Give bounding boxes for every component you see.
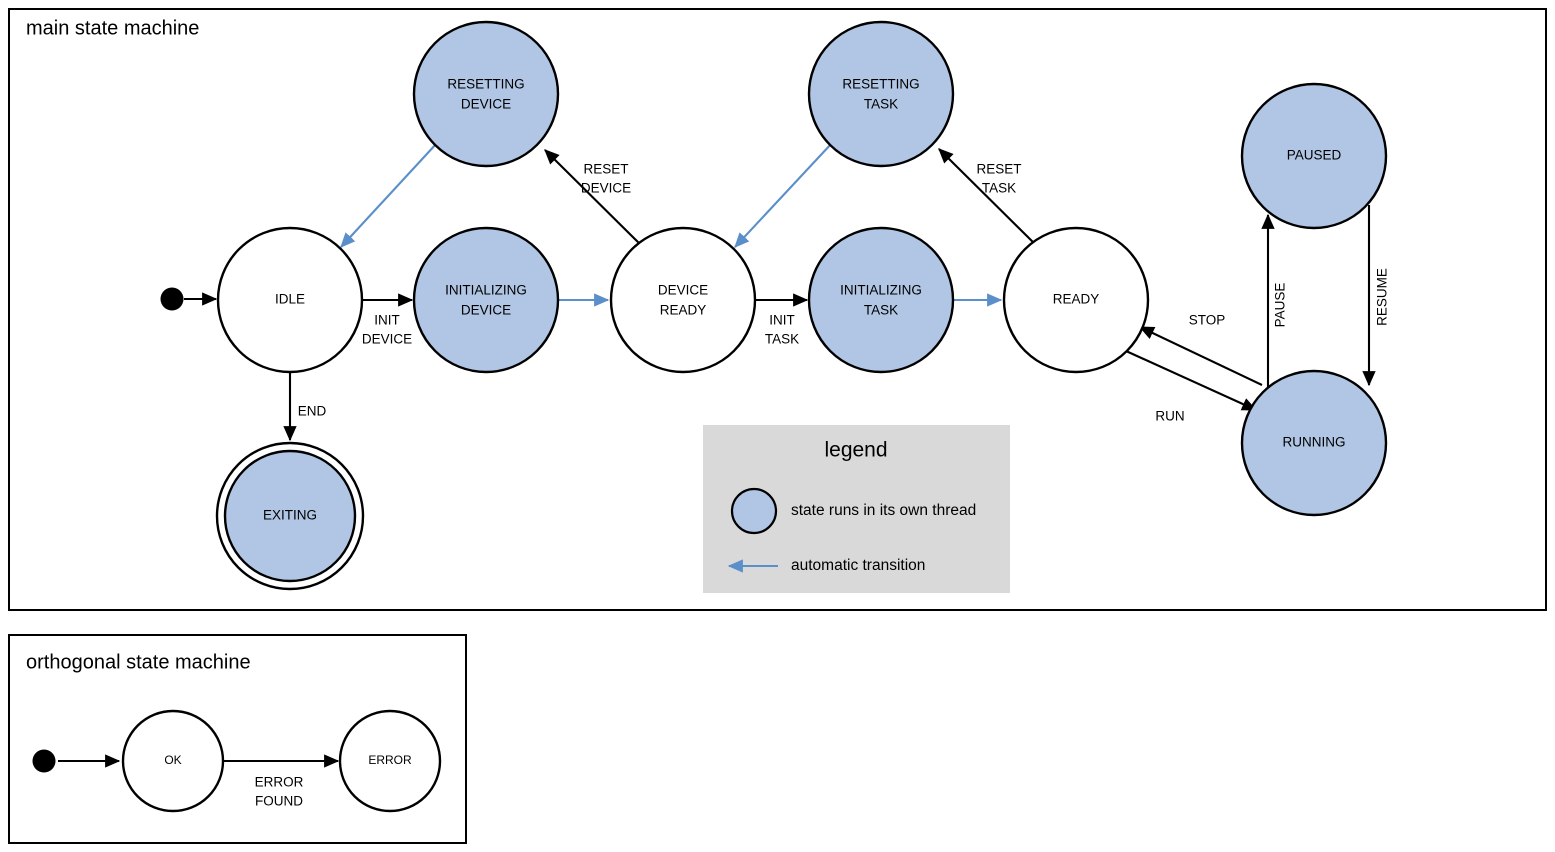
state-idle[interactable]: IDLE xyxy=(216,226,364,374)
edge-label-resume: RESUME xyxy=(1375,268,1390,326)
state-device-ready[interactable]: DEVICE READY xyxy=(609,226,757,374)
transition-paused-running: RESUME xyxy=(1362,205,1390,387)
legend-item-automatic-transition-label: automatic transition xyxy=(791,557,925,574)
state-resetting-task-label-line2: TASK xyxy=(864,97,898,112)
transition-running-ready: STOP xyxy=(1138,313,1263,386)
edge-label-reset-task-line1: RESET xyxy=(976,162,1021,177)
edge-label-reset-device-line1: RESET xyxy=(583,162,628,177)
orthogonal-state-machine-title: orthogonal state machine xyxy=(26,651,251,673)
state-resetting-device-label-line2: DEVICE xyxy=(461,97,511,112)
state-running-label: RUNNING xyxy=(1283,435,1346,450)
transition-orthogonal-ok-error: ERROR FOUND xyxy=(222,754,340,809)
edge-label-init-device-line1: INIT xyxy=(374,313,400,328)
state-initializing-task[interactable]: INITIALIZING TASK xyxy=(807,226,955,374)
legend-item-thread-state: state runs in its own thread xyxy=(730,487,976,535)
state-paused-label: PAUSED xyxy=(1287,148,1342,163)
state-initializing-device[interactable]: INITIALIZING DEVICE xyxy=(412,226,560,374)
state-initializing-device-label-line2: DEVICE xyxy=(461,303,511,318)
state-resetting-task[interactable]: RESETTING TASK xyxy=(807,20,955,168)
transition-ready-resettask: RESET TASK xyxy=(938,148,1041,250)
edge-label-run: RUN xyxy=(1155,409,1184,424)
main-state-machine-title: main state machine xyxy=(26,17,199,39)
initial-state-dot xyxy=(160,287,184,311)
state-resetting-device-label-line1: RESETTING xyxy=(447,77,524,92)
orthogonal-state-machine-frame xyxy=(8,634,467,844)
legend-item-automatic-transition: automatic transition xyxy=(727,557,925,574)
edge-label-reset-task-line2: TASK xyxy=(982,181,1016,196)
state-exiting-label: EXITING xyxy=(263,508,317,523)
state-device-ready-label-line2: READY xyxy=(660,303,707,318)
edge-label-init-task-line2: TASK xyxy=(765,332,799,347)
legend-title: legend xyxy=(824,439,887,462)
state-error-label: ERROR xyxy=(368,753,412,767)
state-exiting[interactable]: EXITING xyxy=(215,441,365,591)
transition-resettask-devready xyxy=(734,142,833,248)
state-ok[interactable]: OK xyxy=(121,709,225,813)
transition-resetdev-idle xyxy=(340,142,438,248)
edge-label-stop: STOP xyxy=(1189,313,1226,328)
state-ready[interactable]: READY xyxy=(1002,226,1150,374)
edge-label-error-found-line2: FOUND xyxy=(255,794,303,809)
orthogonal-initial-state-dot xyxy=(32,749,56,773)
legend-item-thread-state-label: state runs in its own thread xyxy=(791,502,976,519)
state-idle-label: IDLE xyxy=(275,292,305,307)
transition-running-paused: PAUSE xyxy=(1261,213,1288,400)
state-paused[interactable]: PAUSED xyxy=(1240,82,1388,230)
edge-label-end: END xyxy=(298,404,327,419)
state-initializing-task-label-line1: INITIALIZING xyxy=(840,283,922,298)
state-resetting-device[interactable]: RESETTING DEVICE xyxy=(412,20,560,168)
state-initializing-task-label-line2: TASK xyxy=(864,303,898,318)
state-ready-label: READY xyxy=(1053,292,1100,307)
edge-label-error-found-line1: ERROR xyxy=(255,775,304,790)
edge-label-reset-device-line2: DEVICE xyxy=(581,181,631,196)
state-error[interactable]: ERROR xyxy=(338,709,442,813)
edge-label-init-task-line1: INIT xyxy=(769,313,795,328)
transition-idle-exiting: END xyxy=(283,372,327,442)
state-device-ready-label-line1: DEVICE xyxy=(658,283,708,298)
edge-label-pause: PAUSE xyxy=(1273,283,1288,328)
transition-ready-running: RUN xyxy=(1125,350,1258,424)
transition-devready-resetdev: RESET DEVICE xyxy=(544,149,647,251)
transition-idle-init-device: INIT DEVICE xyxy=(362,293,414,347)
state-ok-label: OK xyxy=(164,753,181,767)
state-resetting-task-label-line1: RESETTING xyxy=(842,77,919,92)
edge-label-init-device-line2: DEVICE xyxy=(362,332,412,347)
transition-devready-init-task: INIT TASK xyxy=(756,293,809,347)
state-running[interactable]: RUNNING xyxy=(1240,369,1388,517)
thread-state-swatch-icon xyxy=(730,487,778,535)
legend: legend state runs in its own thread auto… xyxy=(703,425,1010,593)
state-initializing-device-label-line1: INITIALIZING xyxy=(445,283,527,298)
main-state-machine-frame xyxy=(8,8,1547,611)
